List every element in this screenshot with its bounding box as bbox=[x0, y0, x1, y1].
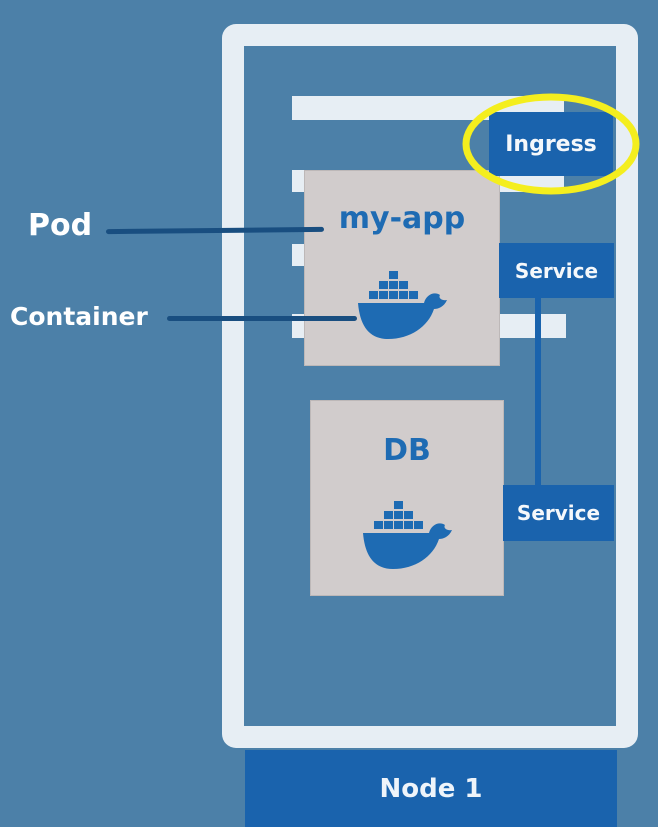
node-label: Node 1 bbox=[379, 773, 483, 804]
docker-whale-icon bbox=[363, 501, 452, 569]
service-connector-line bbox=[535, 296, 541, 486]
container-pointer-line bbox=[167, 316, 357, 321]
container-label: Container bbox=[10, 302, 148, 331]
pod-my-app-title: my-app bbox=[338, 201, 466, 236]
pod-label: Pod bbox=[28, 208, 93, 243]
node-label-bar: Node 1 bbox=[245, 750, 617, 827]
pod-db-title: DB bbox=[383, 433, 431, 468]
service-box-app: Service bbox=[499, 243, 614, 298]
service-box-db: Service bbox=[503, 485, 614, 541]
pod-my-app: my-app bbox=[304, 170, 500, 366]
ingress-box: Ingress bbox=[489, 112, 613, 176]
docker-whale-icon bbox=[358, 271, 447, 339]
pod-db: DB bbox=[310, 400, 504, 596]
ingress-highlight-ellipse bbox=[462, 93, 640, 195]
